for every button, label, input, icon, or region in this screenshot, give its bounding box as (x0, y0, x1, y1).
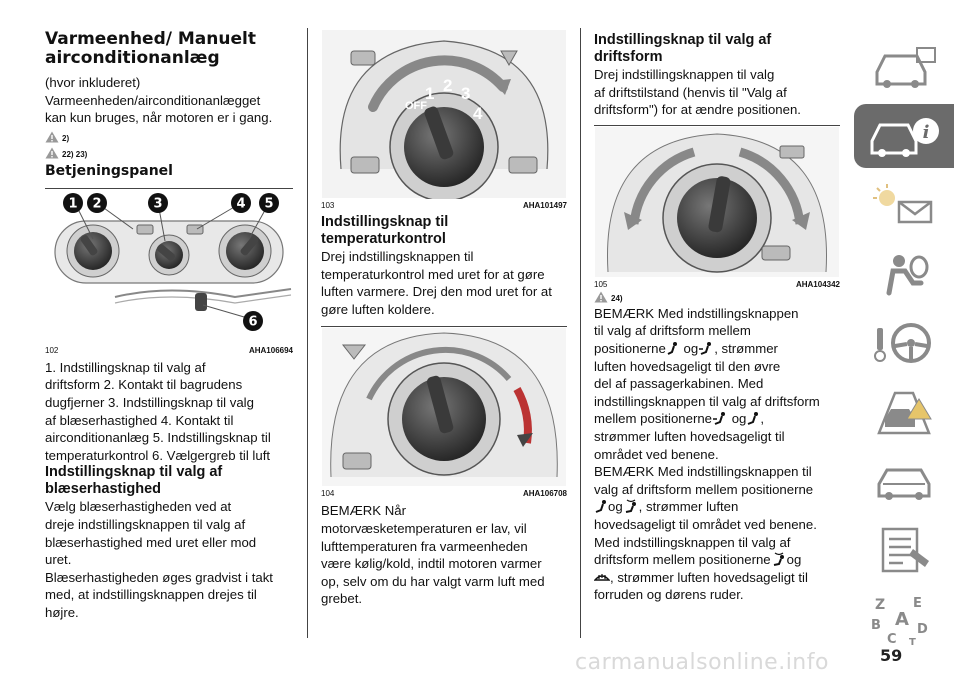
floor-defrost-vent-icon (773, 552, 784, 567)
svg-text:Z: Z (875, 597, 885, 613)
mode-note-2: BEMÆRK Med indstillingsknappen til valg … (594, 464, 817, 603)
sidebar-tab-driving[interactable] (854, 311, 954, 375)
svg-text:OFF: OFF (405, 100, 427, 112)
face-vent-icon (667, 341, 677, 355)
callout-6 (243, 310, 263, 331)
column-divider (580, 28, 581, 638)
car-service-icon (877, 468, 931, 500)
svg-text:2: 2 (443, 76, 452, 95)
callout-2 (87, 192, 107, 213)
callout-5 (259, 192, 279, 213)
car-road-warning-icon (877, 391, 932, 435)
face-floor-vent-icon (713, 412, 726, 426)
airbag-person-icon (886, 255, 929, 296)
sidebar-tab-info[interactable]: i (854, 104, 954, 168)
face-floor-vent-icon (699, 341, 712, 355)
page-number: 59 (880, 646, 903, 665)
svg-text:4: 4 (236, 196, 245, 211)
control-panel-illustration: 1 2 3 4 5 6 (54, 192, 292, 331)
warning-triangle-icon (45, 131, 59, 143)
panel-heading: Betjeningspanel (45, 162, 173, 179)
callout-3 (148, 192, 168, 213)
sidebar-tab-emergency[interactable] (854, 380, 954, 444)
svg-text:D: D (917, 622, 928, 637)
svg-text:C: C (887, 632, 897, 645)
svg-text:B: B (871, 618, 881, 633)
sidebar-tab-dashboard[interactable] (854, 35, 954, 99)
warning-triangle-icon (45, 147, 59, 159)
checklist-icon (881, 527, 929, 573)
watermark: carmanualsonline.info (575, 650, 829, 675)
floor-defrost-vent-icon (625, 499, 636, 514)
svg-text:3: 3 (461, 84, 470, 103)
car-info-icon: i (870, 118, 939, 157)
steering-key-icon (874, 323, 931, 363)
callout-1 (63, 192, 83, 213)
windshield-defrost-icon (594, 573, 610, 581)
sidebar-tab-service[interactable] (854, 449, 954, 513)
mode-note-1: BEMÆRK Med indstillingsknappen til valg … (594, 305, 820, 462)
warning-ref-1[interactable]: 2) (45, 129, 293, 143)
svg-text:1: 1 (425, 84, 434, 103)
warning-triangle-icon (594, 291, 608, 303)
svg-text:3: 3 (153, 196, 162, 211)
svg-text:T: T (909, 637, 916, 645)
svg-text:A: A (895, 609, 909, 630)
floor-vent-icon (595, 500, 606, 514)
callout-4 (231, 192, 251, 213)
intro-text: (hvor inkluderet) Varmeenheden/aircondit… (45, 75, 273, 126)
car-dashboard-icon (875, 47, 936, 88)
svg-text:5: 5 (264, 196, 273, 211)
warning-light-envelope-icon (873, 184, 933, 224)
sidebar-tab-safety[interactable] (854, 242, 954, 306)
svg-text:2: 2 (92, 196, 101, 211)
fan-speed-knob-illustration: OFF 1 2 3 4 (322, 30, 566, 199)
mode-knob-illustration (595, 126, 839, 277)
svg-text:E: E (913, 596, 922, 611)
svg-text:1: 1 (68, 196, 77, 211)
svg-text:i: i (923, 122, 930, 143)
sidebar-tab-warnings[interactable] (854, 173, 954, 237)
warning-ref-3[interactable]: 24) (594, 289, 840, 303)
warning-ref-2[interactable]: 22) 23) (45, 145, 293, 159)
column-divider (307, 28, 308, 638)
sidebar-tab-specs[interactable] (854, 518, 954, 582)
temperature-knob-illustration (322, 328, 566, 487)
floor-vent-icon (747, 412, 759, 426)
svg-text:6: 6 (248, 314, 257, 329)
svg-text:4: 4 (473, 104, 483, 123)
